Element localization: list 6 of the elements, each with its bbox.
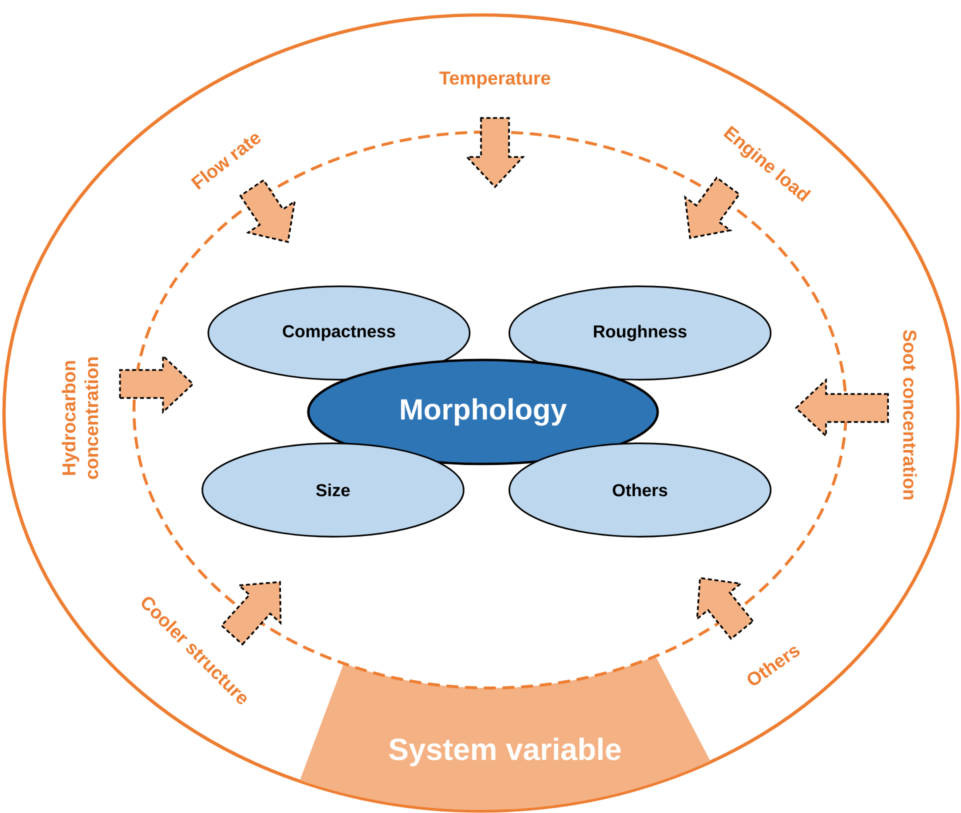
factor-label: Hydrocarbon concentration	[62, 357, 98, 479]
block-arrow	[119, 354, 194, 414]
block-arrow	[794, 378, 889, 438]
factor-label: Temperature	[439, 72, 550, 88]
factor-label: Soot concentration	[903, 330, 917, 500]
block-arrow	[465, 117, 525, 188]
